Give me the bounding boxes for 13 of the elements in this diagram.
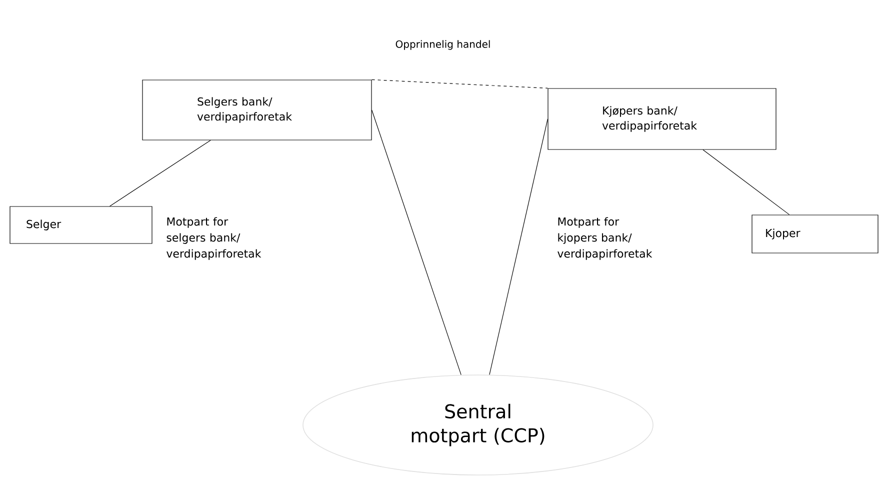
entity-box: Kjøpers bank/ verdipapirforetak <box>548 88 776 150</box>
ellipse-node: Sentral motpart (CCP) <box>302 374 654 476</box>
connector-line <box>702 150 790 215</box>
connector-line <box>372 110 462 376</box>
entity-box: Selger <box>10 206 152 244</box>
entity-box: Kjoper <box>752 214 878 254</box>
connector-line <box>109 140 211 206</box>
connector-line <box>489 118 548 375</box>
annotation-text: Motpart for selgers bank/ verdipapirforetak <box>166 217 262 260</box>
connector-line <box>372 79 548 88</box>
title-text: Opprinnelig handel <box>396 40 490 50</box>
entity-box: Selgers bank/ verdipapirforetak <box>142 80 372 140</box>
annotation-text: Motpart for kjopers bank/ verdipapirforetak <box>558 217 652 260</box>
